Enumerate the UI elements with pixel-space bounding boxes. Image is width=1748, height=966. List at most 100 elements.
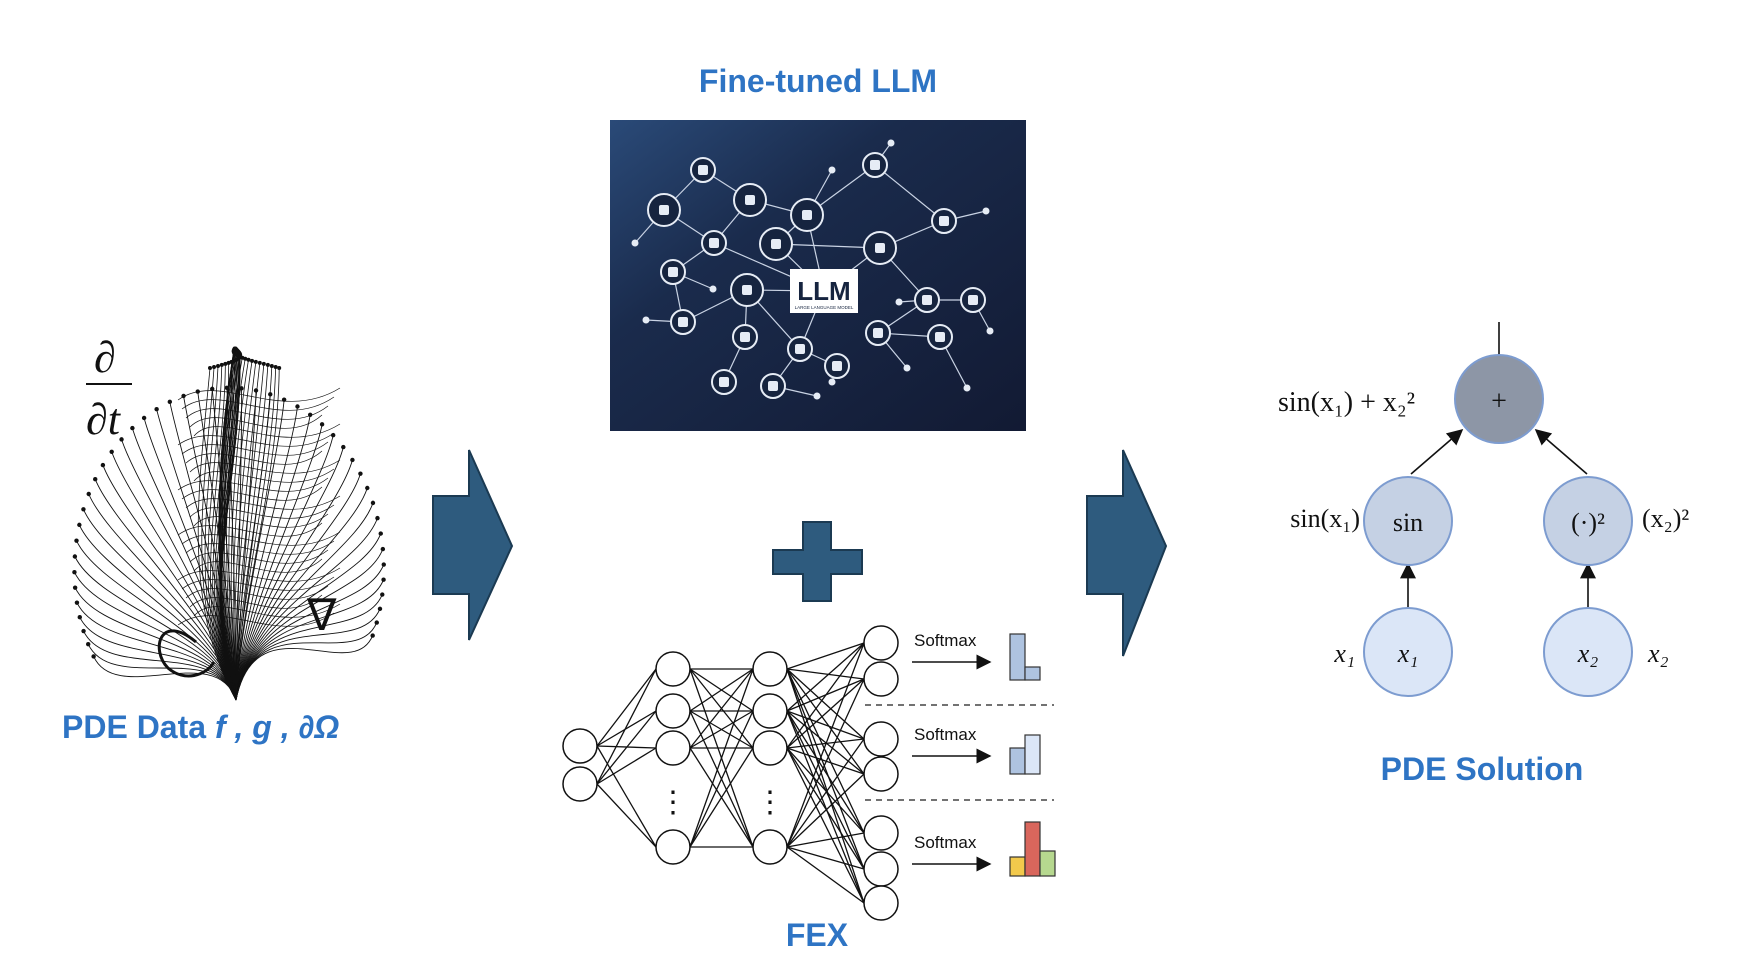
streamline-tip xyxy=(208,366,212,370)
llm-badge xyxy=(790,269,858,313)
icon-glyph xyxy=(873,328,883,338)
streamline xyxy=(235,365,273,701)
network-edge xyxy=(596,668,657,747)
distribution-chart-1 xyxy=(1009,633,1041,681)
streamline xyxy=(204,365,237,701)
network-dot xyxy=(895,298,903,306)
neuron-node xyxy=(863,721,899,757)
streamline xyxy=(76,602,237,701)
streamline-tip xyxy=(381,562,386,567)
streamline xyxy=(235,367,280,701)
icon-glyph xyxy=(939,216,949,226)
icon-glyph xyxy=(795,344,805,354)
streamline xyxy=(235,517,378,701)
network-dot xyxy=(903,364,911,372)
neuron-node xyxy=(752,693,788,729)
llm-badge-subtext: LARGE LANGUAGE MODEL xyxy=(795,305,854,310)
network-edge xyxy=(786,710,865,740)
icon-glyph xyxy=(659,205,669,215)
streamline xyxy=(226,357,243,701)
icon-glyph xyxy=(935,332,945,342)
streamline xyxy=(219,353,237,701)
streamline-tip xyxy=(72,554,78,559)
network-edge xyxy=(786,846,865,870)
pde-solution-title: PDE Solution xyxy=(1381,751,1584,787)
streamline-tip xyxy=(378,531,383,536)
streamline-tip xyxy=(380,546,386,552)
network-edge xyxy=(786,773,865,848)
network-edge xyxy=(689,668,754,749)
prob-bar xyxy=(1009,747,1026,775)
streamline xyxy=(189,504,335,519)
network-edge xyxy=(786,747,865,775)
network-edge xyxy=(689,668,754,848)
icon-glyph xyxy=(719,377,729,387)
network-dot xyxy=(828,166,836,174)
icon-glyph xyxy=(802,210,812,220)
network-edge xyxy=(786,642,865,670)
streamline xyxy=(185,450,323,465)
streamline-tip xyxy=(350,457,355,463)
streamline xyxy=(207,364,237,701)
streamline-tip xyxy=(243,356,248,361)
streamline xyxy=(223,356,241,701)
prob-bar xyxy=(1009,633,1026,681)
network-edge xyxy=(689,668,754,712)
streamline xyxy=(181,486,323,501)
streamline xyxy=(189,414,323,429)
streamline-tip xyxy=(250,358,255,363)
streamline-tip xyxy=(119,437,124,442)
plus-sign xyxy=(772,521,863,602)
streamline xyxy=(177,477,329,492)
network-edge xyxy=(786,668,865,740)
streamline-tip xyxy=(374,620,379,625)
streamline xyxy=(185,495,341,510)
streamline xyxy=(235,424,323,701)
network-edge xyxy=(689,710,754,848)
streamline-tip xyxy=(261,361,266,366)
streamline-tip xyxy=(81,628,86,634)
streamline xyxy=(177,522,323,537)
streamline-tip xyxy=(273,364,278,369)
neuron-node xyxy=(863,815,899,851)
streamline-tip xyxy=(219,362,224,367)
streamline-tip xyxy=(154,406,159,412)
streamline-tip xyxy=(246,357,251,362)
icon-glyph xyxy=(968,295,978,305)
streamline-tip xyxy=(341,444,346,450)
neuron-node xyxy=(655,693,691,729)
network-dot xyxy=(828,378,836,386)
streamline xyxy=(235,406,298,701)
softmax-label-3: Softmax xyxy=(914,833,977,852)
streamline-tip xyxy=(86,641,91,647)
network-edge xyxy=(689,710,754,749)
streamline-tip xyxy=(72,585,78,590)
softmax-label-2: Softmax xyxy=(914,725,977,744)
streamline xyxy=(235,446,344,701)
network-dot xyxy=(963,384,971,392)
neuron-node xyxy=(863,756,899,792)
vector-field-plot xyxy=(72,346,386,701)
icon-glyph xyxy=(698,165,708,175)
streamline xyxy=(181,576,335,591)
llm-title: Fine-tuned LLM xyxy=(699,63,937,99)
neuron-node xyxy=(655,730,691,766)
pde-data-symbols: f , g , ∂Ω xyxy=(215,709,339,745)
streamline xyxy=(235,502,374,701)
streamline xyxy=(193,558,323,573)
sin-expression: sin(x₁) xyxy=(1290,504,1360,533)
streamline-tip xyxy=(370,500,376,506)
streamline xyxy=(235,487,368,701)
llm-badge-text: LLM xyxy=(797,276,850,306)
streamline xyxy=(235,459,353,701)
streamline-tip xyxy=(295,404,300,409)
flow-arrow-right xyxy=(1086,449,1168,657)
neuron-node xyxy=(655,651,691,687)
streamline xyxy=(185,540,335,555)
streamline-tip xyxy=(375,515,380,521)
streamline-tip xyxy=(365,485,370,491)
streamline-tip xyxy=(377,606,383,612)
streamline-tip xyxy=(269,363,274,368)
hidden-ellipsis-2: ⋮ xyxy=(755,786,785,819)
vortex-loop xyxy=(157,629,216,678)
